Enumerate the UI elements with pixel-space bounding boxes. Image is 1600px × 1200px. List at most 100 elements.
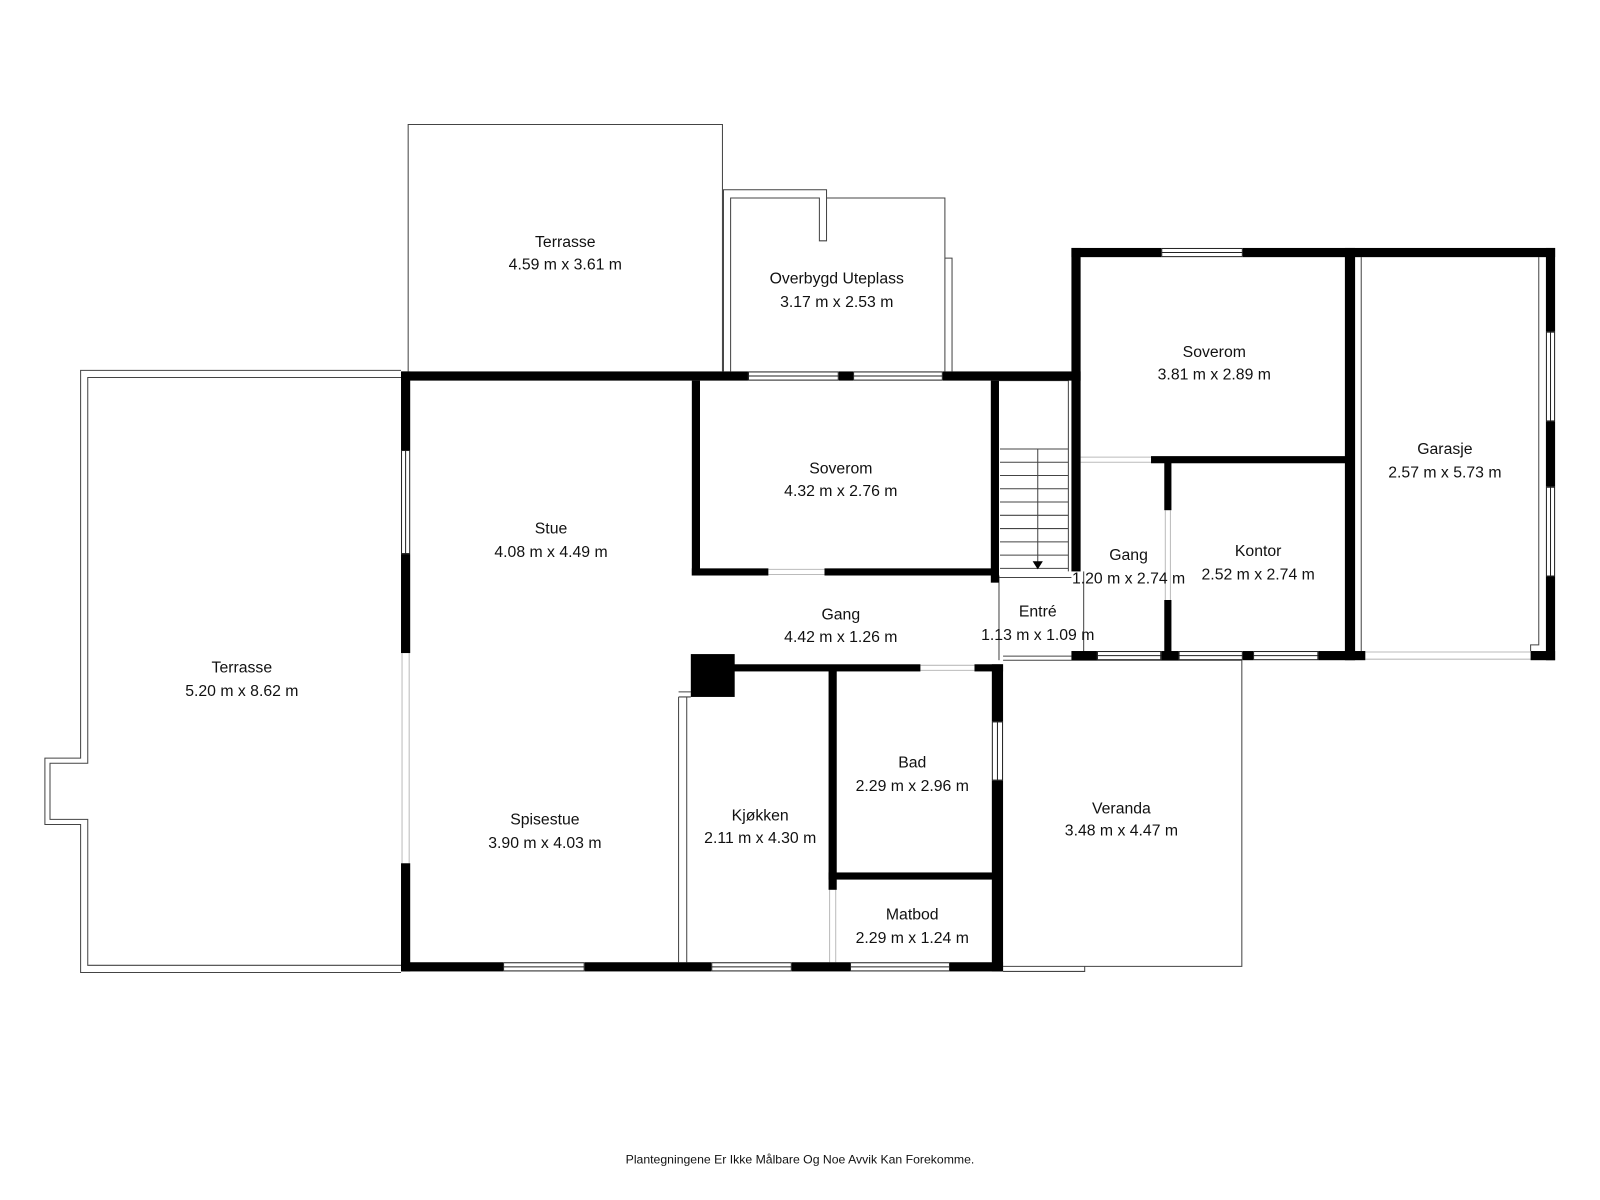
covered-patio-outline xyxy=(826,197,946,372)
room-name-terrasse-top: Terrasse xyxy=(535,234,596,251)
chimney xyxy=(690,654,735,697)
room-size-soverom-right: 3.81 m x 2.89 m xyxy=(1158,367,1271,384)
staircase xyxy=(1000,448,1069,570)
room-name-soverom-left: Soverom xyxy=(809,460,872,477)
room-size-soverom-left: 4.32 m x 2.76 m xyxy=(784,483,897,500)
window xyxy=(1178,651,1243,661)
wall xyxy=(401,962,504,972)
window xyxy=(1253,651,1319,661)
room-name-kontor: Kontor xyxy=(1235,543,1282,560)
room-name-terrasse-left: Terrasse xyxy=(212,659,273,676)
window xyxy=(991,721,1004,781)
stair-direction-arrow xyxy=(1032,561,1043,570)
room-name-gang-small: Gang xyxy=(1109,547,1148,564)
door-opening xyxy=(401,653,410,864)
window xyxy=(1545,331,1556,422)
room-name-bad: Bad xyxy=(898,754,926,771)
outline-layer xyxy=(44,123,1540,973)
window xyxy=(503,962,585,972)
room-size-gang-small: 1.20 m x 2.74 m xyxy=(1072,571,1185,588)
wall xyxy=(791,962,850,972)
room-name-gang-hall: Gang xyxy=(821,606,860,623)
opening-layer xyxy=(401,456,1531,963)
room-name-spisestue: Spisestue xyxy=(510,811,580,828)
window xyxy=(711,962,792,972)
door-opening xyxy=(1365,651,1531,660)
wall-layer xyxy=(401,247,1556,972)
wall xyxy=(401,554,411,654)
room-labels: Terrasse 4.59 m x 3.61 m Overbygd Utepla… xyxy=(185,234,1501,947)
garage-inner-line xyxy=(1530,257,1540,652)
window xyxy=(1161,247,1243,258)
room-size-stue: 4.08 m x 4.49 m xyxy=(494,544,607,561)
wall xyxy=(990,380,999,583)
kitchen-outline xyxy=(678,691,691,698)
wall xyxy=(691,568,769,576)
room-size-matbod: 2.29 m x 1.24 m xyxy=(856,930,969,947)
wall xyxy=(691,380,700,576)
wall xyxy=(974,664,1004,672)
window xyxy=(401,450,411,555)
door-opening xyxy=(1080,456,1152,463)
wall xyxy=(1164,459,1172,511)
wall xyxy=(991,664,1004,722)
room-name-garasje: Garasje xyxy=(1417,441,1473,458)
terrace-outline xyxy=(407,123,723,372)
window xyxy=(853,371,943,381)
wall xyxy=(1071,247,1081,572)
wall xyxy=(1161,651,1179,661)
room-name-veranda: Veranda xyxy=(1092,800,1151,817)
wall xyxy=(1071,247,1162,258)
room-size-kontor: 2.52 m x 2.74 m xyxy=(1202,567,1315,584)
wall xyxy=(991,780,1004,972)
room-name-entre: Entré xyxy=(1019,603,1057,620)
room-name-kjokken: Kjøkken xyxy=(732,807,789,824)
wall xyxy=(1242,247,1556,258)
room-size-overbygd-uteplass: 3.17 m x 2.53 m xyxy=(780,294,893,311)
window xyxy=(747,371,839,381)
room-size-gang-hall: 4.42 m x 1.26 m xyxy=(784,629,897,646)
wall xyxy=(1545,421,1556,487)
room-name-stue: Stue xyxy=(535,521,568,538)
room-size-garasje: 2.57 m x 5.73 m xyxy=(1388,465,1501,482)
room-size-bad: 2.29 m x 2.96 m xyxy=(856,778,969,795)
wall xyxy=(1344,247,1356,661)
room-name-overbygd-uteplass: Overbygd Uteplass xyxy=(770,271,904,288)
covered-patio-outline xyxy=(722,189,828,372)
wall xyxy=(1242,651,1254,661)
door-opening xyxy=(768,568,825,575)
wall xyxy=(401,863,411,972)
window xyxy=(1096,651,1162,661)
room-name-soverom-right: Soverom xyxy=(1183,344,1246,361)
door-opening xyxy=(920,664,975,671)
terrace-outline xyxy=(49,377,402,966)
wall xyxy=(828,872,995,880)
footer-disclaimer: Plantegningene Er Ikke Målbare Og Noe Av… xyxy=(626,1152,975,1166)
wall xyxy=(950,962,1004,972)
room-size-entre: 1.13 m x 1.09 m xyxy=(981,627,1094,644)
covered-patio-outline xyxy=(944,257,953,372)
wall xyxy=(838,371,854,381)
room-name-matbod: Matbod xyxy=(886,906,939,923)
room-size-terrasse-top: 4.59 m x 3.61 m xyxy=(509,256,622,273)
door-opening xyxy=(829,889,837,963)
wall xyxy=(732,664,921,672)
wall xyxy=(1530,651,1556,661)
wall xyxy=(1545,247,1556,332)
room-size-spisestue: 3.90 m x 4.03 m xyxy=(488,835,601,852)
wall xyxy=(1545,576,1556,661)
wall xyxy=(1071,651,1097,661)
wall xyxy=(824,568,999,576)
wall xyxy=(1151,456,1349,464)
wall xyxy=(401,371,411,450)
room-size-terrasse-left: 5.20 m x 8.62 m xyxy=(185,683,298,700)
wall xyxy=(1318,651,1366,661)
window xyxy=(1545,486,1556,577)
window xyxy=(850,962,950,972)
wall xyxy=(828,668,837,890)
wall xyxy=(942,371,1081,381)
door-opening xyxy=(1164,510,1171,600)
window-layer xyxy=(401,247,1556,972)
